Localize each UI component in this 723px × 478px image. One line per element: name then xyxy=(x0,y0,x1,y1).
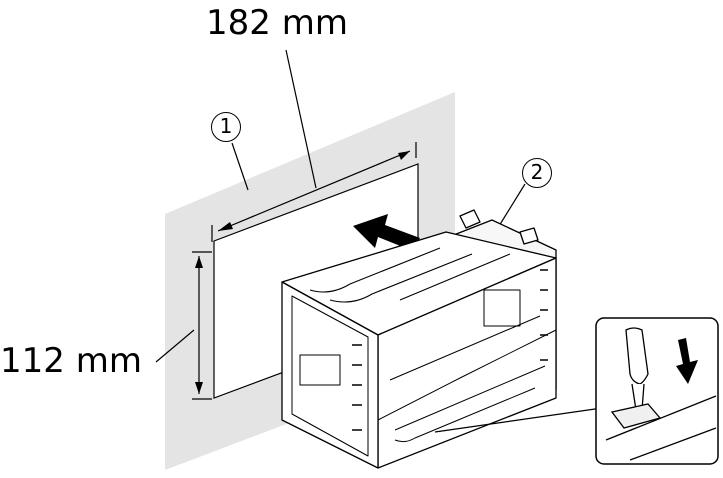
width-leader xyxy=(285,49,317,189)
callout-2-leader xyxy=(498,183,526,227)
callout-1-leader xyxy=(231,142,249,191)
mounting-sleeve xyxy=(281,209,557,469)
arrow-left-up-icon xyxy=(353,214,420,251)
inset-detail-box xyxy=(595,317,719,465)
width-dimension xyxy=(211,142,417,242)
height-leader xyxy=(155,329,195,363)
screwdriver-icon xyxy=(605,327,717,461)
arrow-down-icon xyxy=(676,338,698,384)
width-label: 182 mm xyxy=(206,3,348,43)
height-label: 112 mm xyxy=(0,341,142,381)
height-dimension xyxy=(192,251,212,400)
callout-1: 1 xyxy=(211,112,241,142)
callout-2: 2 xyxy=(522,158,552,188)
inset-leader xyxy=(434,407,603,433)
